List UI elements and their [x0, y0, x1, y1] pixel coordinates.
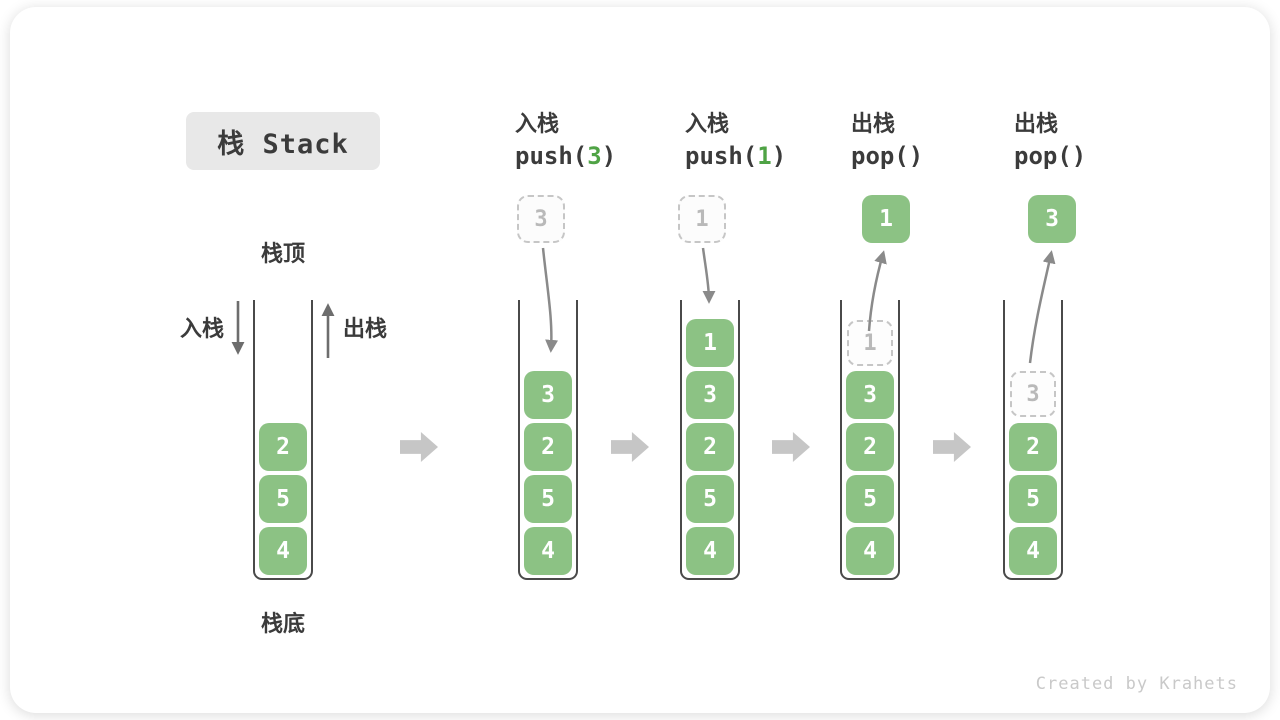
pop-direction-label: 出栈	[343, 316, 388, 341]
stack3-cell: 5	[686, 475, 734, 523]
stack3-cell: 3	[686, 371, 734, 419]
stack-top-label: 栈顶	[260, 241, 305, 266]
stack5-cell: 4	[1009, 527, 1057, 575]
stage5-op-label: 出栈	[1014, 111, 1059, 136]
stack2-cell: 2	[524, 423, 572, 471]
stack1-cell: 5	[259, 475, 307, 523]
stage3-op-label: 入栈	[685, 111, 730, 136]
diagram-title: 栈 Stack	[186, 112, 380, 170]
removed-slot-ghost: 3	[1010, 371, 1056, 417]
stack2-cell: 4	[524, 527, 572, 575]
stack5-cell: 5	[1009, 475, 1057, 523]
stack4-cell: 3	[846, 371, 894, 419]
popped-value-box: 3	[1028, 195, 1076, 243]
stack-bottom-label: 栈底	[260, 611, 305, 636]
stack1-cell: 4	[259, 527, 307, 575]
stack3-cell: 4	[686, 527, 734, 575]
stack3-cell: 1	[686, 319, 734, 367]
stack1-cell: 2	[259, 423, 307, 471]
push-direction-label: 入栈	[180, 316, 225, 341]
stack3-cell: 2	[686, 423, 734, 471]
stack5-cell: 2	[1009, 423, 1057, 471]
popped-value-box: 1	[862, 195, 910, 243]
incoming-value-box: 3	[517, 195, 565, 243]
stack4-cell: 5	[846, 475, 894, 523]
code-arg: 1	[757, 142, 772, 170]
code-pre: push(	[685, 142, 758, 170]
stage2-op-code: push(3)	[515, 142, 616, 170]
incoming-value-box: 1	[678, 195, 726, 243]
stack2-cell: 5	[524, 475, 572, 523]
code-pre: push(	[515, 142, 588, 170]
code-post: )	[601, 142, 617, 170]
code-post: )	[771, 142, 787, 170]
watermark: Created by Krahets	[1035, 674, 1238, 694]
stack4-cell: 4	[846, 527, 894, 575]
stage5-op-code: pop()	[1014, 142, 1087, 170]
code-arg: 3	[587, 142, 602, 170]
stack4-cell: 2	[846, 423, 894, 471]
stage4-op-label: 出栈	[851, 111, 896, 136]
stack2-cell: 3	[524, 371, 572, 419]
stage2-op-label: 入栈	[515, 111, 560, 136]
stage3-op-code: push(1)	[685, 142, 786, 170]
stage4-op-code: pop()	[851, 142, 924, 170]
removed-slot-ghost: 1	[847, 320, 893, 366]
